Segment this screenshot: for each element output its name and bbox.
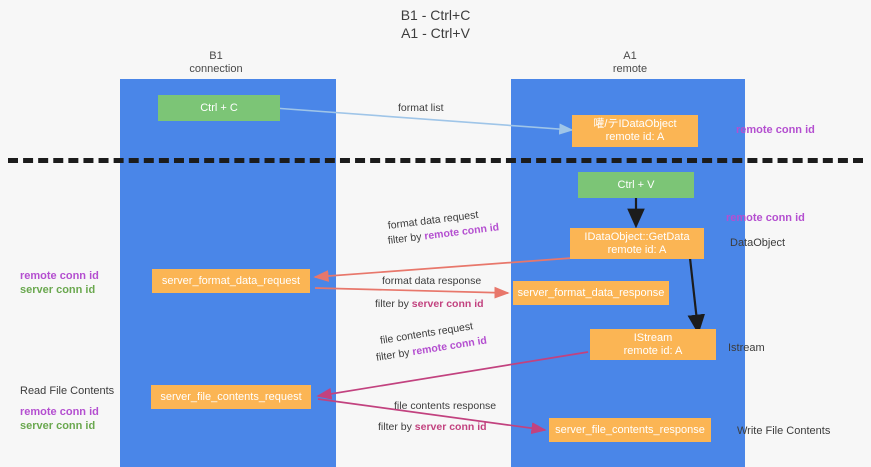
annotation-istream: Istream (728, 342, 765, 354)
box-istream-line1: IStream (633, 331, 673, 344)
box-register-dataobject-line1: 嚾/テIDataObject (593, 118, 677, 130)
annotation-read-server-conn-id: server conn id (20, 420, 96, 432)
column-header-a1-role: remote (612, 63, 648, 75)
annotation-read-file-contents: Read File Contents remote conn id server… (20, 384, 114, 433)
label-format-data-response-text: format data response (382, 275, 482, 287)
box-server-format-data-request[interactable]: server_format_data_request (152, 269, 310, 293)
box-server-format-data-response-label: server_format_data_response (517, 286, 665, 299)
box-ctrl-v[interactable]: Ctrl + V (578, 172, 694, 198)
label-file-contents-response: file contents response (394, 399, 496, 413)
box-server-file-contents-response-label: server_file_contents_response (555, 423, 705, 436)
label-format-data-response-filter: filter by server conn id (375, 297, 484, 311)
label-format-data-response-filter-tag: server conn id (411, 298, 484, 310)
annotation-format-server-conn-id: server conn id (20, 284, 96, 296)
annotation-dataobject: DataObject (730, 237, 786, 249)
label-file-contents-response-filter: filter by server conn id (378, 420, 487, 434)
box-getdata-line2: remote id: A (607, 243, 667, 256)
label-file-contents-response-text: file contents response (394, 400, 497, 412)
label-format-list: format list (398, 101, 444, 115)
column-header-b1: B1 connection (126, 50, 306, 76)
box-getdata-line1: IDataObject::GetData (584, 230, 690, 243)
column-header-a1: A1 remote (540, 50, 720, 76)
annotation-write-file-contents: Write File Contents (737, 425, 831, 437)
label-file-contents-response-filter-tag: server conn id (414, 421, 487, 433)
box-server-format-data-request-label: server_format_data_request (161, 274, 301, 287)
label-format-data-response: format data response (382, 274, 481, 288)
annotation-format-conn-ids: remote conn id server conn id (20, 269, 99, 297)
box-istream-line2: remote id: A (623, 344, 683, 357)
box-getdata[interactable]: IDataObject::GetData remote id: A (570, 228, 704, 259)
box-server-format-data-response[interactable]: server_format_data_response (513, 281, 669, 305)
arrow-format-data-response (314, 286, 510, 299)
column-header-a1-name: A1 (623, 50, 637, 62)
box-istream[interactable]: IStream remote id: A (590, 329, 716, 360)
title-line-1: B1 - Ctrl+C (400, 7, 471, 23)
box-ctrl-v-label: Ctrl + V (617, 178, 655, 191)
annotation-remote-conn-id-mid: remote conn id (726, 212, 805, 224)
label-format-list-text: format list (398, 102, 444, 114)
box-register-dataobject[interactable]: 嚾/テIDataObject remote id: A (572, 115, 698, 147)
label-file-contents-request-filter-prefix: filter by (375, 346, 414, 364)
box-server-file-contents-request[interactable]: server_file_contents_request (151, 385, 311, 409)
column-header-b1-role: connection (189, 63, 243, 75)
label-format-data-response-filter-prefix: filter by (375, 298, 412, 310)
annotation-read-remote-conn-id: remote conn id (20, 406, 99, 418)
annotation-read-file-contents-title: Read File Contents (20, 385, 115, 397)
title-line-2: A1 - Ctrl+V (401, 25, 470, 41)
box-ctrl-c[interactable]: Ctrl + C (158, 95, 280, 121)
phase-divider (8, 158, 863, 163)
column-header-b1-name: B1 (209, 50, 223, 62)
annotation-format-remote-conn-id: remote conn id (20, 270, 99, 282)
box-server-file-contents-response[interactable]: server_file_contents_response (549, 418, 711, 442)
diagram-title: B1 - Ctrl+C A1 - Ctrl+V (0, 6, 871, 42)
box-ctrl-c-label: Ctrl + C (200, 101, 238, 114)
annotation-remote-conn-id-top: remote conn id (736, 124, 815, 136)
label-file-contents-response-filter-prefix: filter by (378, 421, 415, 433)
box-server-file-contents-request-label: server_file_contents_request (160, 390, 302, 403)
label-format-data-request-filter-prefix: filter by (387, 230, 426, 247)
box-register-dataobject-line2: remote id: A (605, 131, 665, 143)
